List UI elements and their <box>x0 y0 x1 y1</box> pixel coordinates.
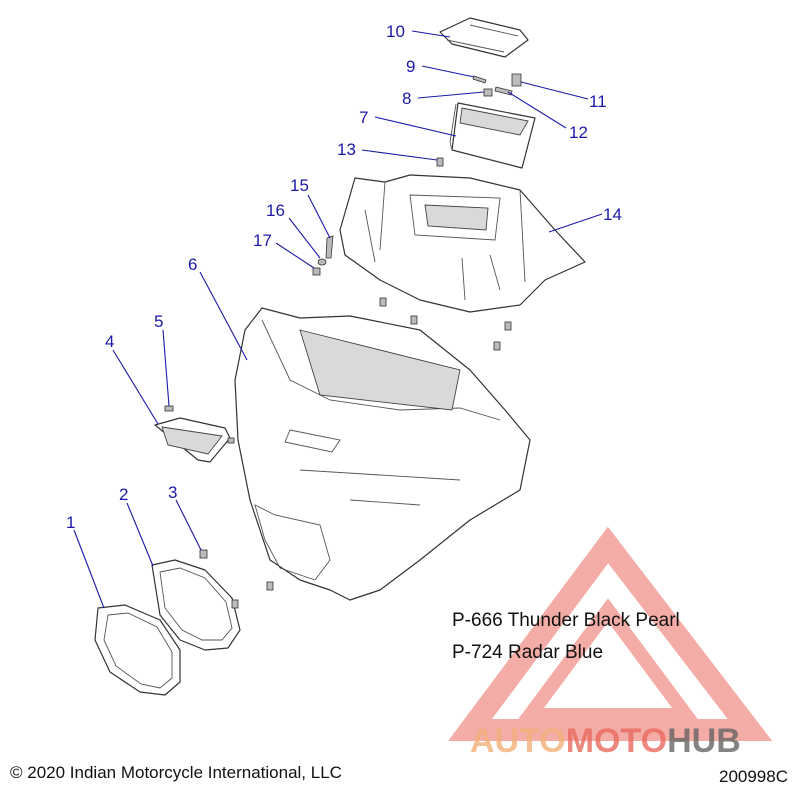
watermark-hub: HUB <box>667 722 741 760</box>
leader-3 <box>175 499 202 551</box>
watermark-logo <box>448 526 773 741</box>
part-6-screw <box>266 581 274 591</box>
watermark-moto: MOTO <box>566 722 667 760</box>
leader-6 <box>199 271 248 361</box>
leader-8 <box>417 91 485 99</box>
callout-13: 13 <box>337 140 356 159</box>
part-12-fastener <box>494 86 513 96</box>
part-2-headlight-ring <box>151 559 241 651</box>
leader-5 <box>162 329 170 407</box>
leader-2 <box>126 502 154 567</box>
part-1-headlight-bezel <box>94 604 181 696</box>
part-5-screw <box>164 405 174 412</box>
leader-12 <box>507 91 567 129</box>
leader-17 <box>275 242 315 269</box>
part-15-rod <box>325 235 334 259</box>
callout-2: 2 <box>119 485 128 504</box>
callout-4: 4 <box>105 332 114 351</box>
part-3-fastener <box>199 549 208 559</box>
callout-1: 1 <box>66 513 75 532</box>
part-13-screw <box>436 157 444 167</box>
part-8-nut <box>483 88 493 97</box>
part-9-screw <box>472 75 487 84</box>
callout-11: 11 <box>589 92 607 111</box>
callout-9: 9 <box>406 57 415 76</box>
leader-11 <box>520 81 589 100</box>
callout-5: 5 <box>154 312 163 331</box>
callout-numbers: 1 2 3 4 5 6 7 8 9 10 11 12 13 14 15 16 1… <box>66 22 622 532</box>
leader-16 <box>288 217 321 259</box>
copyright-text: © 2020 Indian Motorcycle International, … <box>10 763 342 782</box>
part-14-inner-fairing <box>339 174 586 313</box>
part-14-screws <box>379 297 512 351</box>
color-code-1: P-666 Thunder Black Pearl <box>452 610 680 631</box>
callout-10: 10 <box>386 22 405 41</box>
part-7-storage-box <box>449 102 536 169</box>
leader-7 <box>374 116 457 137</box>
callout-14: 14 <box>603 205 622 224</box>
diagram-part-number: 200998C <box>718 767 788 786</box>
callout-15: 15 <box>290 176 309 195</box>
part-17-nut <box>312 267 321 276</box>
part-10-lid <box>439 17 529 58</box>
part-11-clip <box>511 73 522 87</box>
leader-14 <box>548 213 603 233</box>
callout-17: 17 <box>253 231 272 250</box>
leader-13 <box>361 149 438 161</box>
leader-1 <box>73 529 105 609</box>
part-4-light-housing <box>154 417 231 463</box>
callout-6: 6 <box>188 255 197 274</box>
callout-7: 7 <box>359 108 368 127</box>
leader-4 <box>112 349 159 425</box>
part-4-screw <box>227 437 235 444</box>
svg-text:AUTOMOTOHUB: AUTOMOTOHUB <box>470 722 741 760</box>
callout-16: 16 <box>266 201 285 220</box>
leader-9 <box>421 65 475 78</box>
part-16-washer <box>317 258 327 266</box>
color-code-2: P-724 Radar Blue <box>452 642 604 663</box>
callout-12: 12 <box>569 123 588 142</box>
part-6-outer-fairing <box>234 307 531 601</box>
callout-3: 3 <box>168 483 177 502</box>
leader-10 <box>411 30 451 38</box>
callout-8: 8 <box>402 89 411 108</box>
watermark-auto: AUTO <box>470 722 566 760</box>
watermark-text: AUTOMOTOHUB <box>470 722 741 760</box>
leader-15 <box>307 194 331 239</box>
leader-lines <box>73 30 603 609</box>
